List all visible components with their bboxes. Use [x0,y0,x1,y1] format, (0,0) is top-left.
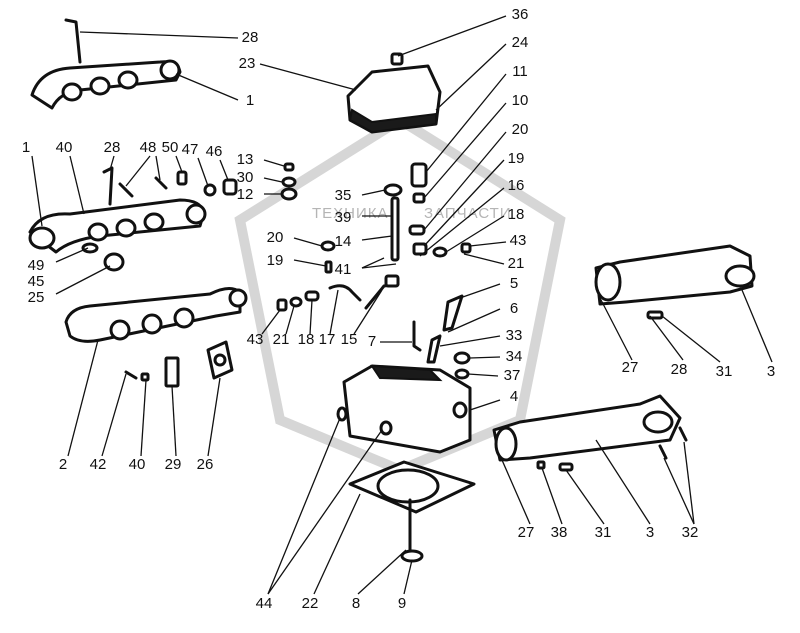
watermark-text-right: ЗАПЧАСТИ [424,205,512,222]
callout-c-38: 38 [551,524,568,541]
callout-c-43b: 43 [247,331,264,348]
callout-c-3a: 3 [767,363,775,380]
callout-c-24: 24 [512,34,529,51]
head-gasket [313,460,476,595]
callout-c-4: 4 [510,388,518,405]
callout-c-23: 23 [239,55,256,72]
callout-c-44: 44 [256,595,273,612]
valve-parts [408,73,507,265]
watermark-text-left: ТЕХНИКА [312,205,389,222]
callout-c-18a: 18 [508,206,525,223]
callout-c-6: 6 [510,300,518,317]
callout-c-9: 9 [398,595,406,612]
callout-c-21a: 21 [508,255,525,272]
callout-c-34: 34 [506,348,523,365]
callout-c-12: 12 [237,186,254,203]
callout-c-31b: 31 [595,524,612,541]
callout-c-37: 37 [504,367,521,384]
intake-manifold-right-upper [594,244,773,363]
exhaust-manifold-top [30,18,239,110]
callout-c-31a: 31 [716,363,733,380]
pushrod [390,196,400,262]
callout-c-28b: 28 [104,139,121,156]
callout-c-48: 48 [140,139,157,156]
callout-c-10: 10 [512,92,529,109]
callout-c-32: 32 [682,524,699,541]
cover-nut [390,52,404,66]
callout-c-45: 45 [28,273,45,290]
callout-c-49: 49 [28,257,45,274]
callout-c-27b: 27 [518,524,535,541]
cylinder-head [336,364,501,454]
callout-c-5: 5 [510,275,518,292]
rocker-assembly [261,274,400,335]
washers-upper [263,159,403,274]
callout-c-11: 11 [512,63,528,80]
callout-c-20b: 20 [267,229,284,246]
callout-c-2: 2 [59,456,67,473]
callout-c-42: 42 [90,456,107,473]
callout-c-35: 35 [335,187,352,204]
callout-c-25: 25 [28,289,45,306]
intake-manifold-right-lower [492,394,695,525]
callout-c-39: 39 [335,209,352,226]
callout-c-18b: 18 [298,331,315,348]
callout-c-3b: 3 [646,524,654,541]
callout-c-33: 33 [506,327,523,344]
callout-c-50: 50 [162,139,179,156]
callout-c-30: 30 [237,169,254,186]
callout-c-27a: 27 [622,359,639,376]
callout-c-28a: 28 [242,29,259,46]
callout-c-21b: 21 [273,331,290,348]
callout-c-47: 47 [182,141,199,158]
callout-c-17: 17 [319,331,336,348]
callout-c-15: 15 [341,331,358,348]
callout-c-26: 26 [197,456,214,473]
callout-c-8: 8 [352,595,360,612]
callout-c-7: 7 [368,333,376,350]
callout-c-40b: 40 [129,456,146,473]
callout-c-20a: 20 [512,121,529,138]
callout-c-22: 22 [302,595,319,612]
callout-c-1b: 1 [22,139,30,156]
valves-injectors [380,283,501,380]
callout-c-46: 46 [206,143,223,160]
valve-cover [259,15,507,134]
intake-manifold-lower [64,287,248,457]
callout-c-29: 29 [165,456,182,473]
callout-c-41: 41 [335,261,352,278]
exhaust-manifold-middle [28,155,238,295]
callout-c-19a: 19 [508,150,525,167]
callout-c-28c: 28 [671,361,688,378]
head-stud [267,417,424,595]
callout-c-40a: 40 [56,139,73,156]
callout-c-14: 14 [335,233,352,250]
callout-c-19b: 19 [267,252,284,269]
callout-c-36: 36 [512,6,529,23]
callout-c-43a: 43 [510,232,527,249]
callout-c-16: 16 [508,177,525,194]
callout-c-13: 13 [237,151,254,168]
callout-c-1a: 1 [246,92,254,109]
